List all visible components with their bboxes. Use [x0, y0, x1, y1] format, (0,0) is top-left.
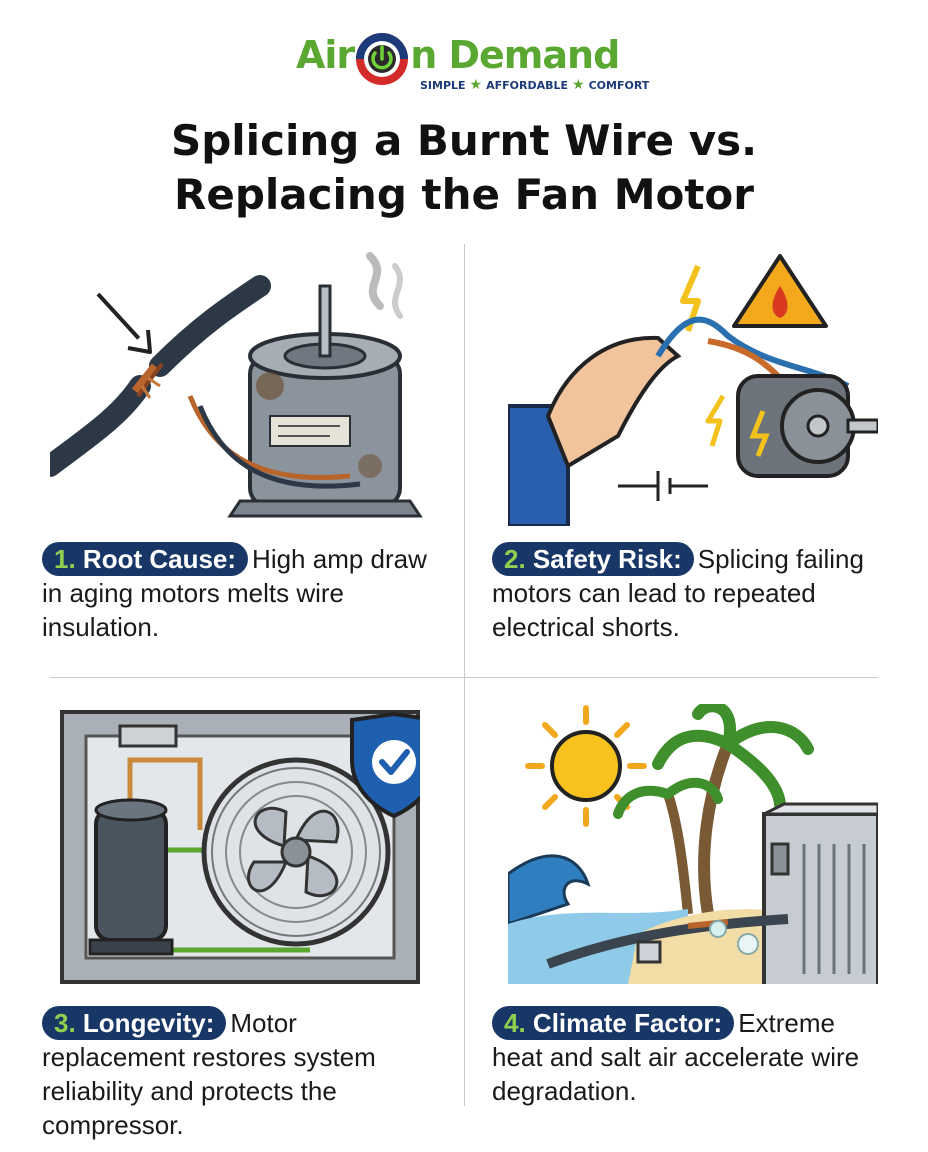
- badge-number: 2.: [504, 544, 526, 574]
- badge-label: Climate Factor:: [532, 1008, 723, 1038]
- caption-text: High amp draw in aging motors melts wire…: [42, 544, 427, 642]
- star-icon: ★: [469, 77, 483, 93]
- burnt-wire-motor-illustration: [50, 246, 450, 526]
- caption-badge: 1. Root Cause:: [42, 542, 249, 576]
- brand-logo: Air n Demand SIMPLE ★ AFFORDABLE ★ COMFO…: [296, 32, 649, 96]
- caption-text: Extreme heat and salt air accelerate wir…: [492, 1008, 860, 1106]
- fan-icon: [201, 757, 391, 947]
- compressor-fan-shield-illustration: [60, 710, 420, 984]
- logo-tagline: SIMPLE ★ AFFORDABLE ★ COMFORT: [420, 76, 649, 94]
- title-line-1: Splicing a Burnt Wire vs.: [170, 116, 758, 165]
- power-button-icon: [356, 33, 409, 85]
- badge-label: Root Cause:: [82, 544, 237, 574]
- vertical-divider: [464, 244, 465, 1106]
- title-line-2: Replacing the Fan Motor: [174, 170, 754, 219]
- logo-word-left: Air: [296, 33, 355, 77]
- badge-number: 1.: [54, 544, 76, 574]
- caption-root-cause: 1. Root Cause:High amp draw in aging mot…: [42, 542, 442, 644]
- fire-warning-icon: [732, 254, 828, 328]
- caption-badge: 3. Longevity:: [42, 1006, 227, 1040]
- ac-unit-icon: [762, 802, 878, 984]
- caption-badge: 2. Safety Risk:: [492, 542, 694, 576]
- palm-tree-icon: [613, 704, 814, 915]
- tagline-word: AFFORDABLE: [486, 78, 569, 92]
- badge-label: Longevity:: [82, 1008, 215, 1038]
- badge-label: Safety Risk:: [532, 544, 682, 574]
- pointer-arrow-icon: [96, 292, 152, 354]
- caption-longevity: 3. Longevity:Motor replacement restores …: [42, 1006, 442, 1142]
- star-icon: ★: [572, 77, 585, 93]
- caption-badge: 4. Climate Factor:: [492, 1006, 735, 1040]
- horizontal-divider: [50, 677, 878, 678]
- sun-icon: [525, 705, 647, 827]
- compressor-icon: [88, 798, 174, 956]
- badge-number: 4.: [504, 1008, 526, 1038]
- caption-safety-risk: 2. Safety Risk:Splicing failing motors c…: [492, 542, 878, 644]
- caption-text: Motor replacement restores system reliab…: [42, 1008, 376, 1140]
- shield-check-icon: [350, 711, 420, 819]
- beach-climate-unit-illustration: [508, 704, 878, 984]
- splicing-shock-illustration: [508, 246, 878, 526]
- page-title: Splicing a Burnt Wire vs. Replacing the …: [0, 114, 928, 222]
- caption-climate-factor: 4. Climate Factor:Extreme heat and salt …: [492, 1006, 878, 1108]
- tagline-word: COMFORT: [588, 78, 650, 92]
- badge-number: 3.: [54, 1008, 76, 1038]
- caption-text: Splicing failing motors can lead to repe…: [492, 544, 864, 642]
- logo-word-right: n Demand: [410, 33, 620, 77]
- tagline-word: SIMPLE: [420, 78, 466, 92]
